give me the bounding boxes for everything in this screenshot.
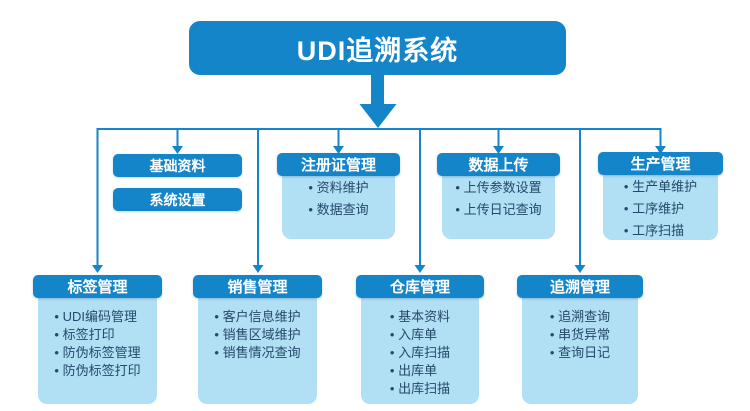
- diagram-title: UDI追溯系统: [189, 21, 566, 75]
- bullet-item: • 入库单: [389, 327, 438, 342]
- bullet-item: • 出库扫描: [389, 381, 451, 396]
- module-warehouse: 仓库管理 • 基本资料 • 入库单 • 入库扫描 • 出库单 • 出库扫描: [356, 275, 484, 404]
- module-title: 追溯管理: [549, 279, 610, 296]
- module-title: 注册证管理: [300, 157, 376, 174]
- module-header: 仓库管理: [356, 275, 484, 298]
- module-header: 标签管理: [33, 275, 162, 298]
- module-body: • 上传参数设置 • 上传日记查询: [442, 164, 555, 239]
- bullet-item: • 入库扫描: [389, 345, 451, 360]
- bullet-item: • 防伪标签管理: [54, 345, 141, 360]
- bullet-item: • UDI编码管理: [54, 309, 137, 324]
- module-production: 生产管理 • 生产单维护 • 工序维护 • 工序扫描: [598, 152, 723, 240]
- bullet-item: • 工序维护: [623, 201, 685, 216]
- bullet-list: • 追溯查询 • 串货异常 • 查询日记: [550, 286, 610, 362]
- module-header: 追溯管理: [517, 275, 643, 298]
- bullet-list: • 上传参数设置 • 上传日记查询: [455, 164, 541, 219]
- module-body: • 追溯查询 • 串货异常 • 查询日记: [522, 286, 638, 404]
- module-header: 销售管理: [193, 275, 322, 298]
- module-header: 注册证管理: [277, 153, 400, 176]
- bullet-item: • 基本资料: [389, 309, 451, 324]
- module-body: • 基本资料 • 入库单 • 入库扫描 • 出库单 • 出库扫描: [361, 286, 479, 404]
- bullet-list: • 客户信息维护 • 销售区域维护 • 销售情况查询: [214, 286, 300, 362]
- bullet-item: • 销售区域维护: [214, 327, 301, 342]
- bullet-item: • 查询日记: [549, 345, 611, 360]
- bullet-item: • 串货异常: [549, 327, 611, 342]
- module-label-management: 标签管理 • UDI编码管理 • 标签打印 • 防伪标签管理 • 防伪标签打印: [33, 275, 162, 404]
- module-body: • 生产单维护 • 工序维护 • 工序扫描: [603, 163, 718, 240]
- module-registration: 注册证管理 • 资料维护 • 数据查询: [277, 153, 400, 239]
- bullet-list: • 资料维护 • 数据查询: [308, 164, 368, 219]
- module-title: 销售管理: [227, 279, 288, 296]
- node-system-settings: 系统设置: [113, 188, 242, 211]
- module-body: • 资料维护 • 数据查询: [282, 164, 395, 239]
- bullet-list: • 基本资料 • 入库单 • 入库扫描 • 出库单 • 出库扫描: [390, 286, 450, 398]
- diagram-title-label: UDI追溯系统: [296, 35, 459, 66]
- bullet-item: • 上传参数设置: [455, 180, 542, 195]
- bullet-list: • UDI编码管理 • 标签打印 • 防伪标签管理 • 防伪标签打印: [54, 286, 140, 380]
- module-data-upload: 数据上传 • 上传参数设置 • 上传日记查询: [437, 153, 560, 239]
- bullet-item: • 标签打印: [54, 327, 115, 342]
- bullet-item: • 销售情况查询: [214, 345, 301, 360]
- module-body: • UDI编码管理 • 标签打印 • 防伪标签管理 • 防伪标签打印: [38, 286, 157, 404]
- bullet-item: • 工序扫描: [623, 223, 685, 238]
- module-body: • 客户信息维护 • 销售区域维护 • 销售情况查询: [198, 286, 317, 404]
- module-title: 标签管理: [67, 279, 128, 296]
- arrow-down-icon: [359, 74, 397, 128]
- bullet-list: • 生产单维护 • 工序维护 • 工序扫描: [624, 163, 697, 240]
- module-header: 生产管理: [598, 152, 723, 175]
- bullet-item: • 追溯查询: [549, 309, 611, 324]
- module-title: 仓库管理: [389, 279, 450, 296]
- module-sales: 销售管理 • 客户信息维护 • 销售区域维护 • 销售情况查询: [193, 275, 322, 404]
- bullet-item: • 防伪标签打印: [54, 363, 141, 378]
- module-title: 生产管理: [630, 156, 691, 173]
- bullet-item: • 上传日记查询: [455, 202, 542, 217]
- module-header: 数据上传: [437, 153, 560, 176]
- module-title: 数据上传: [468, 157, 529, 174]
- module-traceability: 追溯管理 • 追溯查询 • 串货异常 • 查询日记: [517, 275, 643, 404]
- bullet-item: • 生产单维护: [623, 179, 698, 194]
- bullet-item: • 数据查询: [308, 202, 369, 217]
- bullet-item: • 出库单: [389, 363, 438, 378]
- node-basic-data: 基础资料: [113, 154, 242, 177]
- bullet-item: • 资料维护: [308, 180, 369, 195]
- bullet-item: • 客户信息维护: [214, 309, 301, 324]
